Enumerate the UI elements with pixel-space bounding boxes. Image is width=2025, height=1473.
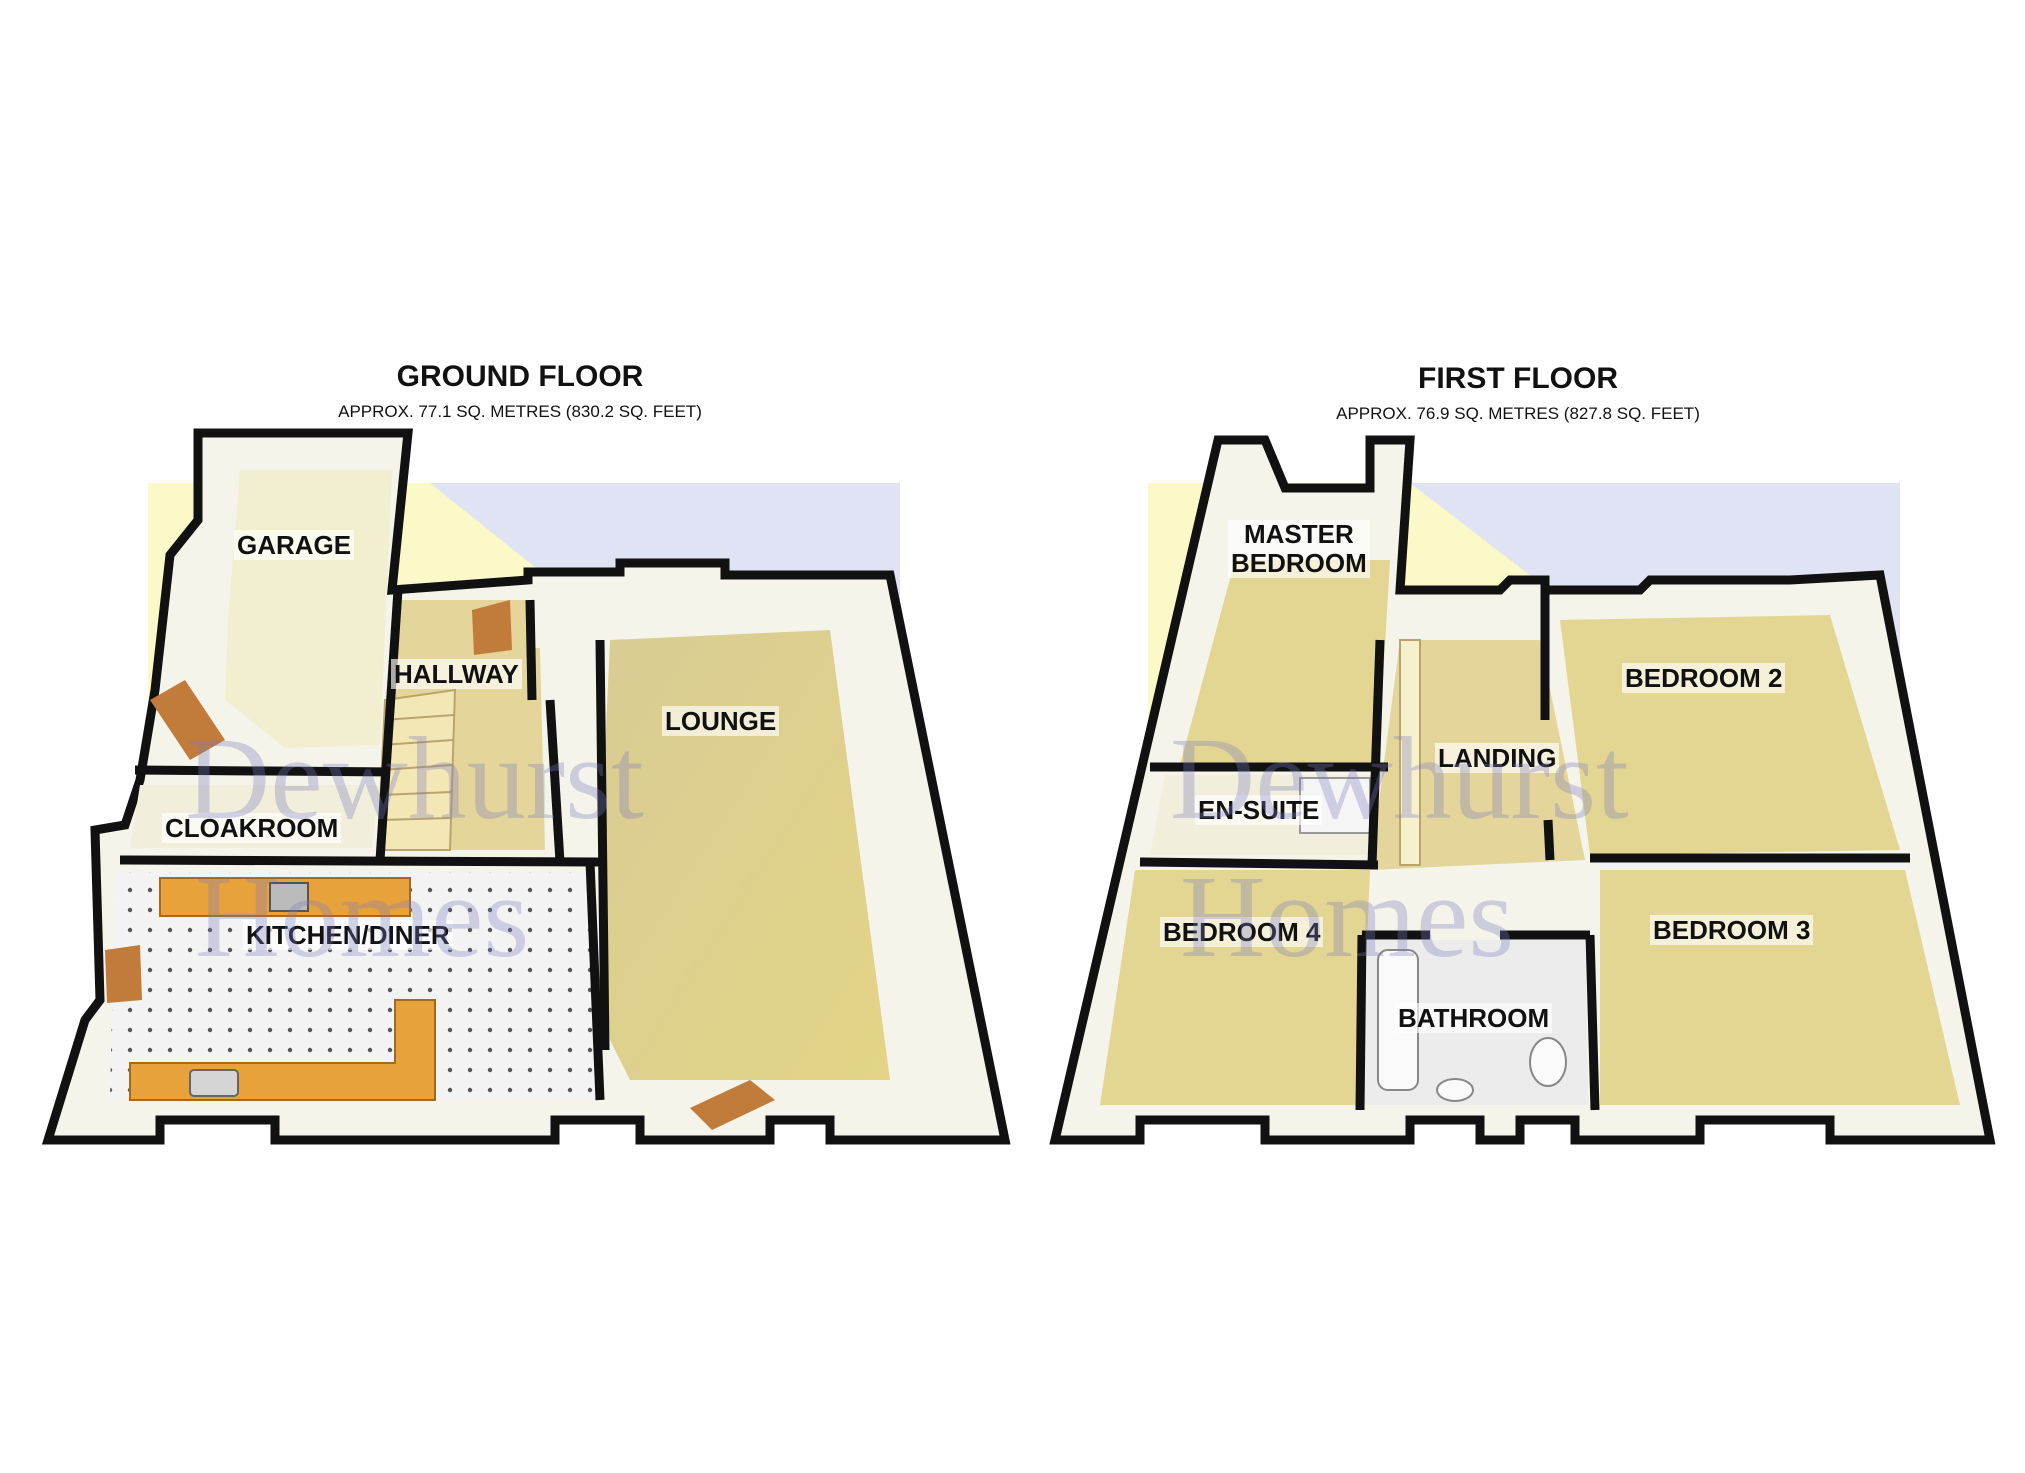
room-label-bathroom: BATHROOM (1395, 1003, 1553, 1033)
lounge-door (690, 1080, 775, 1130)
garage-door (150, 680, 225, 760)
room-label-kitchen: KITCHEN/DINER (243, 920, 453, 950)
ground-floor-title: GROUND FLOOR (396, 360, 644, 393)
room-label-cloakroom: CLOAKROOM (162, 813, 342, 843)
ground-floor-area: APPROX. 77.1 SQ. METRES (830.2 SQ. FEET) (338, 402, 702, 421)
first-floor-area: APPROX. 76.9 SQ. METRES (827.8 SQ. FEET) (1336, 404, 1700, 423)
lounge-floor (600, 630, 890, 1080)
room-label-landing: LANDING (1435, 743, 1560, 773)
room-label-bedroom-3: BEDROOM 3 (1650, 915, 1814, 945)
bedroom-3-floor (1600, 870, 1960, 1105)
room-label-hallway: HALLWAY (391, 659, 522, 689)
room-label-bedroom-4: BEDROOM 4 (1160, 917, 1324, 947)
ground-floor-plan (41, 428, 1011, 1145)
toilet (1529, 1037, 1567, 1087)
hallway-front-door (472, 600, 512, 655)
first-internal-walls (1139, 590, 1910, 1111)
landing-stair-rail (1399, 639, 1421, 866)
room-label-en-suite: EN-SUITE (1195, 795, 1323, 825)
master-bedroom-floor (1180, 560, 1390, 765)
room-label-lounge: LOUNGE (662, 706, 780, 736)
room-label-garage: GARAGE (234, 530, 355, 560)
ground-internal-walls (119, 589, 610, 1101)
kitchen-side-door (105, 945, 142, 1003)
kitchen-floor (110, 872, 595, 1100)
room-label-master-bedroom: MASTER BEDROOM (1228, 520, 1370, 578)
basin (1436, 1078, 1474, 1102)
first-floor-title: FIRST FLOOR (1418, 362, 1618, 395)
sink (189, 1069, 239, 1097)
hob (269, 882, 309, 912)
garage-floor (225, 470, 392, 748)
room-label-bedroom-2: BEDROOM 2 (1622, 663, 1786, 693)
first-floor-plan (1049, 435, 1996, 1145)
bedroom-4-floor (1100, 870, 1370, 1105)
